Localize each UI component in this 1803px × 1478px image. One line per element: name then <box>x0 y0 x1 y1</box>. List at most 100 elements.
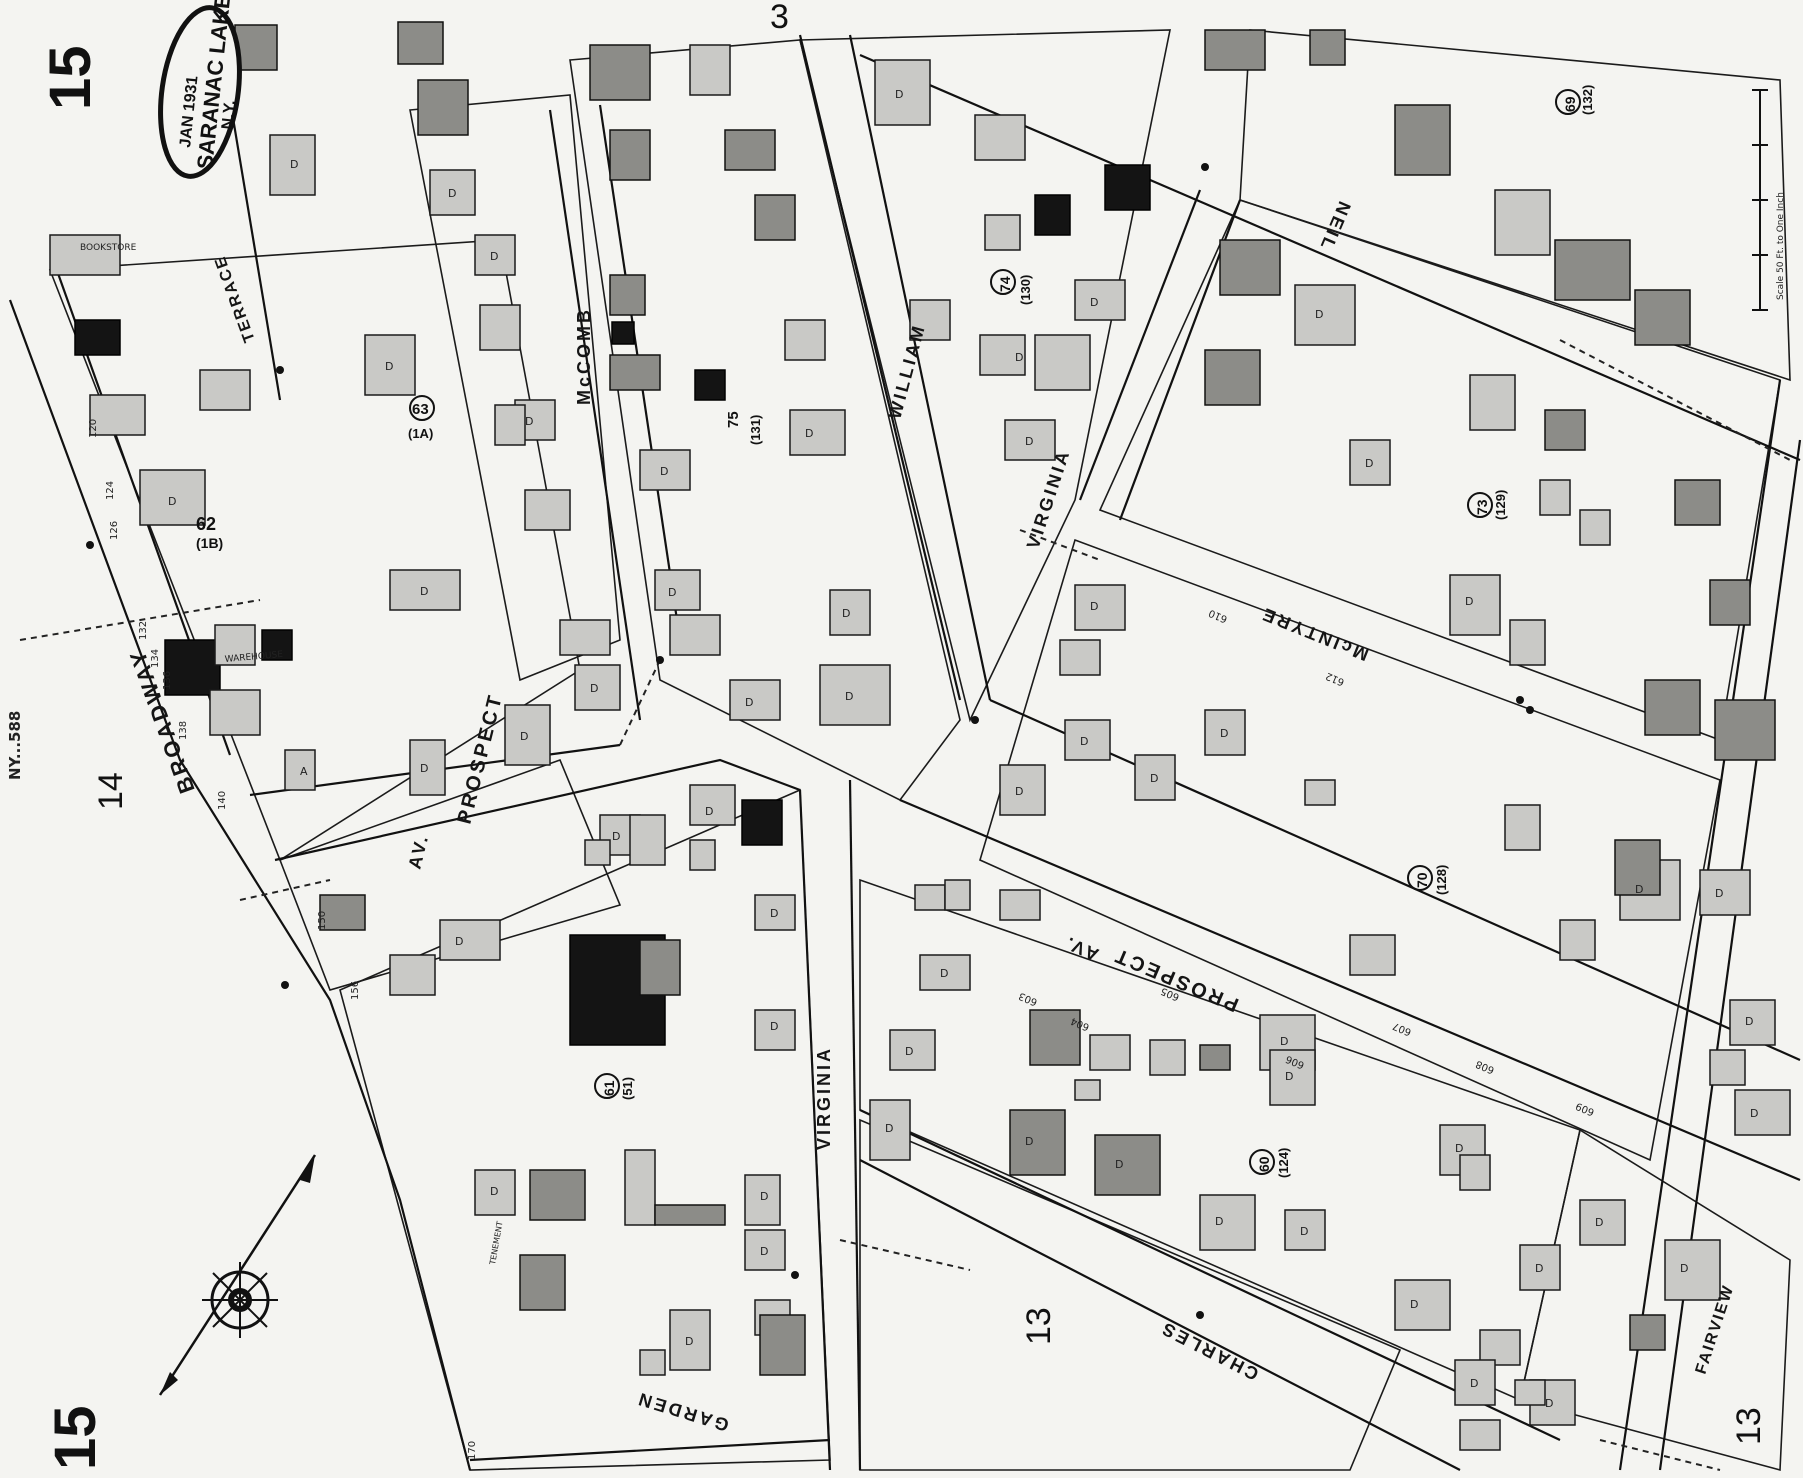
label-bookstore: BOOKSTORE <box>80 243 137 253</box>
svg-text:(1A): (1A) <box>408 426 433 441</box>
block-number: 62 (1B) <box>196 514 223 551</box>
svg-text:D: D <box>668 586 676 599</box>
block-number: 63 (1A) <box>408 395 435 441</box>
svg-text:D: D <box>1535 1262 1543 1275</box>
svg-text:D: D <box>845 690 853 703</box>
svg-text:(130): (130) <box>1018 275 1033 305</box>
street-mccomb: McCOMB <box>574 307 594 405</box>
north-arrow-icon <box>158 1154 317 1396</box>
margin-code: NY...588 <box>6 711 24 780</box>
svg-text:D: D <box>895 88 903 101</box>
svg-text:D: D <box>685 1335 693 1348</box>
svg-text:D: D <box>1025 1135 1033 1148</box>
dashed-lines <box>19 339 1791 1471</box>
svg-text:73: 73 <box>1474 499 1490 515</box>
svg-text:63: 63 <box>412 401 429 418</box>
svg-text:D: D <box>1015 785 1023 798</box>
svg-text:D: D <box>805 427 813 440</box>
svg-text:(128): (128) <box>1434 865 1449 895</box>
svg-text:D: D <box>1220 727 1228 740</box>
street-virginia-lower: VIRGINIA <box>814 1046 834 1150</box>
svg-text:D: D <box>1315 308 1323 321</box>
svg-text:D: D <box>1025 435 1033 448</box>
svg-text:D: D <box>1635 883 1643 896</box>
svg-text:138: 138 <box>178 721 189 740</box>
block-number: 73 (129) <box>1467 490 1508 520</box>
svg-text:70: 70 <box>1414 872 1430 888</box>
adjacent-sheet-left: 14 <box>92 772 130 810</box>
svg-text:D: D <box>385 360 393 373</box>
svg-text:D: D <box>770 1020 778 1033</box>
svg-text:D: D <box>1465 595 1473 608</box>
svg-text:124: 124 <box>105 481 116 500</box>
svg-text:D: D <box>885 1122 893 1135</box>
svg-text:(124): (124) <box>1276 1148 1291 1178</box>
svg-text:(51): (51) <box>620 1077 635 1100</box>
svg-text:150: 150 <box>317 911 328 930</box>
svg-text:136: 136 <box>162 671 173 690</box>
svg-text:D: D <box>1150 772 1158 785</box>
svg-text:(1B): (1B) <box>196 535 223 551</box>
svg-text:D: D <box>1090 296 1098 309</box>
svg-text:75: 75 <box>725 411 742 428</box>
block-number: 75 (131) <box>725 411 763 445</box>
stamp-line3: N.Y. <box>219 99 239 130</box>
svg-text:D: D <box>612 830 620 843</box>
svg-text:D: D <box>1745 1015 1753 1028</box>
svg-text:D: D <box>168 495 176 508</box>
svg-text:D: D <box>1545 1397 1553 1410</box>
svg-text:D: D <box>1015 351 1023 364</box>
svg-text:D: D <box>455 935 463 948</box>
svg-text:170: 170 <box>467 1441 478 1460</box>
svg-text:69: 69 <box>1562 96 1578 112</box>
block-number: 70 (128) <box>1407 865 1449 895</box>
svg-text:120: 120 <box>88 419 99 438</box>
svg-text:(129): (129) <box>1493 490 1508 520</box>
date-stamp: JAN 1931 SARANAC LAKE N.Y. <box>158 0 242 179</box>
svg-text:D: D <box>760 1190 768 1203</box>
compass-rose-icon <box>202 1262 278 1338</box>
svg-text:132: 132 <box>138 621 149 640</box>
svg-text:61: 61 <box>601 1080 617 1096</box>
svg-text:D: D <box>842 607 850 620</box>
svg-text:D: D <box>1750 1107 1758 1120</box>
svg-text:D: D <box>1715 887 1723 900</box>
svg-text:D: D <box>1285 1070 1293 1083</box>
svg-text:140: 140 <box>217 791 228 810</box>
svg-text:74: 74 <box>997 276 1013 292</box>
svg-text:126: 126 <box>109 521 120 540</box>
svg-text:134: 134 <box>150 649 161 668</box>
svg-text:D: D <box>770 907 778 920</box>
svg-text:D: D <box>1090 600 1098 613</box>
svg-text:60: 60 <box>1256 1156 1272 1172</box>
svg-text:A: A <box>300 765 308 778</box>
svg-text:D: D <box>420 585 428 598</box>
dwelling-markers: D D D D D D D D D D D D D D D D D D D D … <box>168 88 1758 1410</box>
svg-text:D: D <box>760 1245 768 1258</box>
svg-text:(132): (132) <box>1580 85 1595 115</box>
svg-text:156: 156 <box>350 981 361 1000</box>
svg-text:D: D <box>590 682 598 695</box>
scale-note: Scale 50 Ft. to One Inch <box>1776 192 1786 300</box>
block-number: 74 (130) <box>990 269 1033 305</box>
block-number: 60 (124) <box>1249 1148 1291 1178</box>
svg-text:D: D <box>520 730 528 743</box>
adjacent-sheet-top: 3 <box>770 0 789 36</box>
page-number: 15 <box>38 45 103 110</box>
svg-text:D: D <box>1300 1225 1308 1238</box>
svg-text:D: D <box>1595 1216 1603 1229</box>
buildings <box>49 21 1791 1451</box>
svg-text:(131): (131) <box>748 415 763 445</box>
block-number: 69 (132) <box>1555 85 1595 115</box>
svg-text:D: D <box>448 187 456 200</box>
page-number-bottom: 15 <box>43 1405 108 1470</box>
svg-text:62: 62 <box>196 514 216 534</box>
svg-text:D: D <box>525 415 533 428</box>
hydrants <box>86 163 1534 1319</box>
svg-text:D: D <box>1410 1298 1418 1311</box>
svg-text:D: D <box>1680 1262 1688 1275</box>
svg-text:D: D <box>1365 457 1373 470</box>
svg-text:D: D <box>1215 1215 1223 1228</box>
block-number: 61 (51) <box>594 1073 635 1100</box>
